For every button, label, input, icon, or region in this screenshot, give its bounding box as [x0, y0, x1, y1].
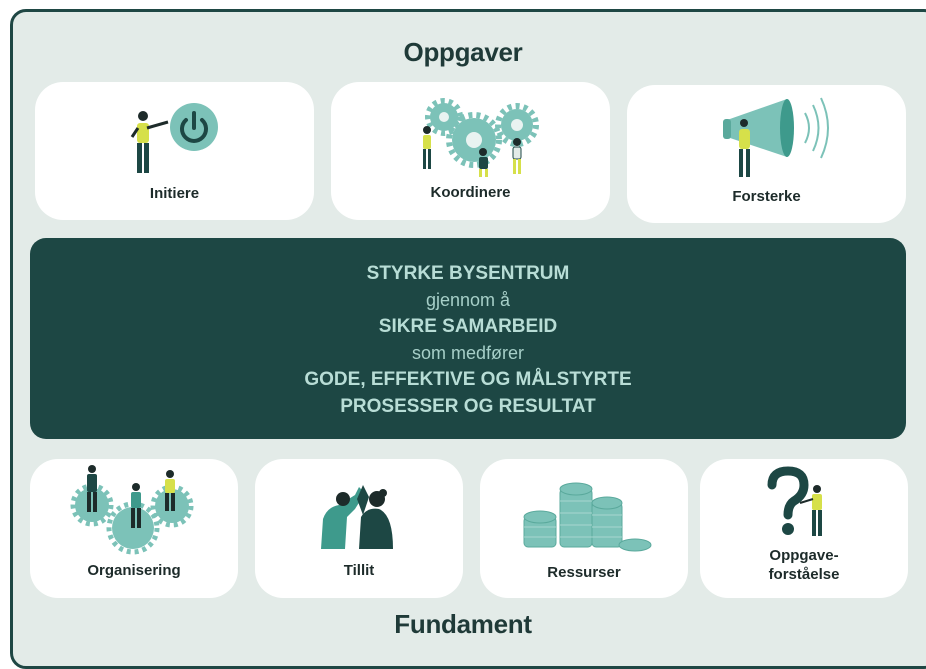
task-card-initiere: Initiere	[35, 82, 314, 220]
foundation-card-tillit: Tillit	[255, 459, 463, 598]
banner-line-1: STYRKE BYSENTRUM	[366, 263, 570, 284]
foundation-label-oppgaveforstaelse-line1: Oppgave-	[769, 547, 839, 564]
foundation-card-oppgaveforstaelse: Oppgave- forståelse	[700, 459, 908, 598]
foundation-title: Fundament	[394, 609, 532, 639]
banner-line-3: SIKRE SAMARBEID	[378, 316, 558, 337]
central-banner: STYRKE BYSENTRUM gjennom å SIKRE SAMARBE…	[30, 238, 906, 439]
coin-stacks-icon	[523, 482, 652, 552]
task-label-koordinere: Koordinere	[430, 184, 511, 201]
task-card-koordinere: Koordinere	[331, 82, 610, 220]
foundation-label-oppgaveforstaelse-line2: forståelse	[768, 566, 840, 583]
foundation-label-organisering: Organisering	[87, 562, 181, 579]
tasks-title: Oppgaver	[403, 37, 523, 67]
question-mark-icon	[767, 466, 822, 536]
foundation-label-ressurser: Ressurser	[547, 564, 621, 581]
foundation-card-ressurser: Ressurser	[480, 459, 688, 598]
foundation-card-organisering: Organisering	[30, 459, 238, 598]
gears-icon	[423, 98, 539, 177]
banner-line-6: PROSESSER OG RESULTAT	[340, 396, 596, 417]
task-card-forsterke: Forsterke	[627, 85, 906, 223]
gear-people-icon	[70, 465, 194, 555]
foundation-label-tillit: Tillit	[343, 562, 375, 579]
task-label-initiere: Initiere	[149, 185, 200, 202]
banner-line-4: som medfører	[411, 343, 525, 363]
high-five-icon	[321, 485, 393, 549]
power-button-icon	[130, 103, 218, 173]
task-label-forsterke: Forsterke	[732, 188, 801, 205]
banner-line-2: gjennom å	[425, 290, 511, 310]
megaphone-icon	[723, 97, 829, 177]
banner-line-5: GODE, EFFEKTIVE OG MÅLSTYRTE	[304, 369, 632, 390]
